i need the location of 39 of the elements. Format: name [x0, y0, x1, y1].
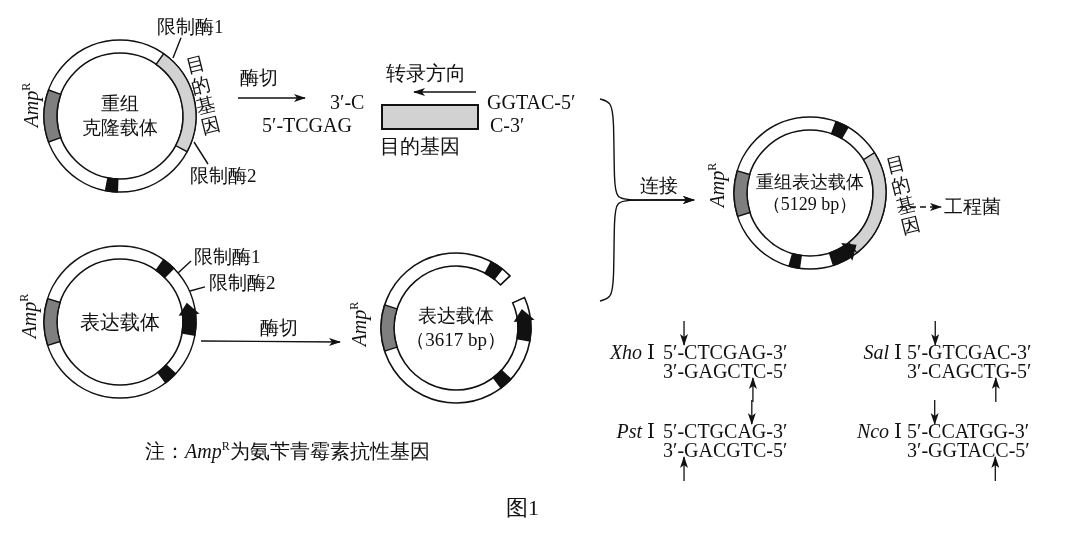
vector-label: 表达载体 — [418, 304, 494, 328]
arrow — [237, 94, 306, 102]
note-text: 注：Amp$^{R}$为氨苄青霉素抗性基因 — [145, 440, 430, 462]
organism-label: 工程菌 — [944, 196, 1001, 218]
vector-label: （5129 bp） — [762, 193, 858, 216]
enzyme-name: Nco Ⅰ — [856, 420, 902, 442]
sequence-label: 3′-GACGTC-5′ — [663, 439, 788, 461]
vector-label: 重组表达载体 — [756, 170, 864, 193]
direction-label: 转录方向 — [386, 62, 466, 84]
gene-label: 目的基因 — [380, 135, 460, 157]
sequence-label: 3′-CAGCTG-5′ — [907, 360, 1032, 382]
enzyme-label: 限制酶2 — [190, 165, 257, 187]
sequence-label: 5′-CCATGG-3′ — [907, 420, 1030, 442]
edge-label: 连接 — [640, 176, 678, 197]
leader-line — [599, 196, 695, 302]
vector-label: （3617 bp） — [406, 328, 506, 352]
enzyme-name: Pst Ⅰ — [616, 420, 655, 442]
enzyme-label: 限制酶1 — [157, 16, 224, 38]
sequence-label: 3′-C — [330, 91, 365, 113]
sequence-label: 5′-TCGAG — [262, 114, 352, 136]
sequence-label: 3′-GAGCTC-5′ — [663, 360, 788, 382]
sequence-label: 5′-GTCGAC-3′ — [907, 341, 1032, 363]
figure-caption: 图1 — [506, 496, 539, 521]
gene-label: 目的基因 — [883, 153, 923, 239]
sequence-label: C-3′ — [490, 114, 525, 136]
enzyme-name: Xho Ⅰ — [609, 341, 655, 363]
sequence-label: 3′-GGTACC-5′ — [907, 439, 1030, 461]
enzyme-label: 限制酶1 — [194, 246, 261, 268]
edge-label: 酶切 — [260, 318, 298, 339]
enzyme-label: 限制酶2 — [209, 272, 276, 294]
edge-label: 酶切 — [240, 68, 278, 89]
vector-label: 表达载体 — [80, 309, 160, 335]
gene-label: 目的基因 — [183, 53, 223, 139]
sequence-label: 5′-CTCGAG-3′ — [663, 341, 788, 363]
arrow — [200, 337, 341, 346]
enzyme-name: Sal Ⅰ — [863, 341, 902, 363]
sequence-label: GGTAC-5′ — [487, 91, 576, 113]
vector-label: 重组克隆载体 — [82, 92, 158, 140]
sequence-label: 5′-CTGCAG-3′ — [663, 420, 788, 442]
